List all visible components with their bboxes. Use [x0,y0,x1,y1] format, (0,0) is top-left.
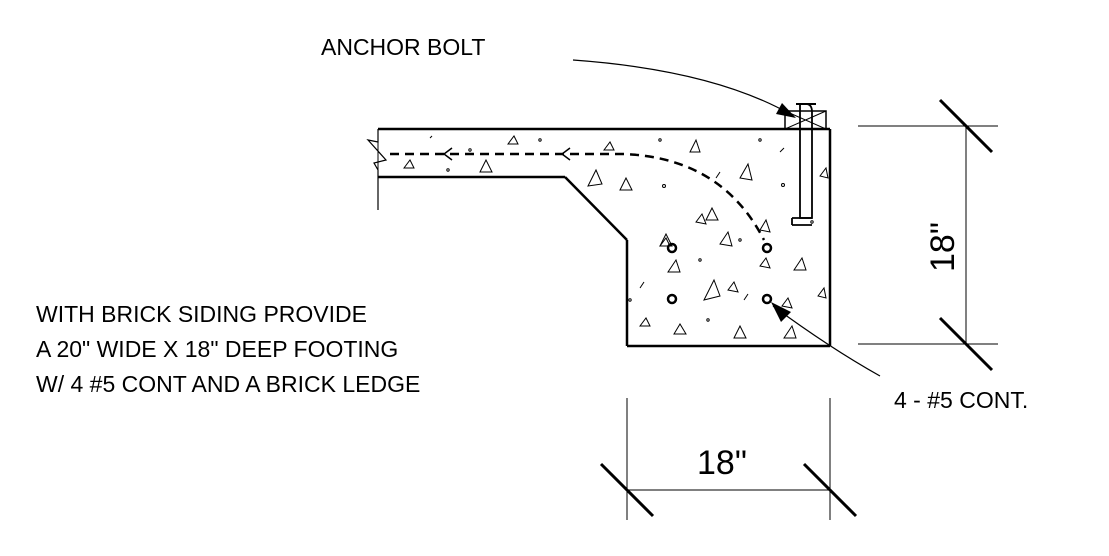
width-dimension-label: 18" [697,444,747,482]
anchor-bolt-leader [572,59,796,118]
anchor-bolt-label: ANCHOR BOLT [321,34,485,60]
footing-outline [366,127,832,348]
width-dimension [599,398,858,520]
dowel-rebar-dashed [390,147,766,241]
rebar-top-left [666,242,678,254]
concrete-aggregate-pattern [403,135,829,339]
note-line-1: WITH BRICK SIDING PROVIDE [36,301,367,327]
rebar-bottom-left [666,293,678,305]
rebar-bottom-right [761,293,773,305]
note-line-3: W/ 4 #5 CONT AND A BRICK LEDGE [36,371,420,397]
rebar-leader [771,302,881,377]
rebar-top-right [761,242,773,254]
note-line-2: A 20" WIDE X 18" DEEP FOOTING [36,336,398,362]
rebar-label: 4 - #5 CONT. [894,387,1028,413]
height-dimension [858,98,998,372]
rebar-dots [666,242,773,305]
height-dimension-label: 18" [924,222,962,272]
anchor-bolt-symbol [784,103,827,226]
